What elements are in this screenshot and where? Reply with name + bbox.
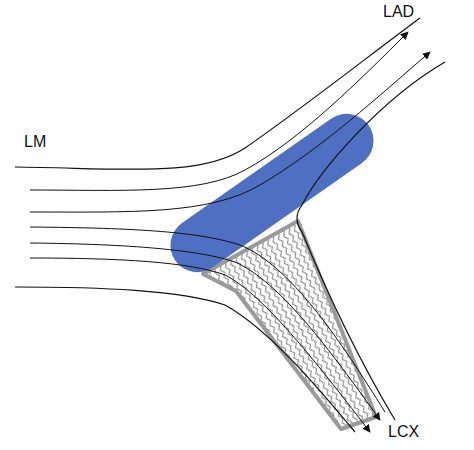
vessel-label: LCX	[388, 424, 419, 440]
plaque	[160, 103, 384, 283]
vessel-label: LAD	[383, 4, 414, 20]
vessel-label: LM	[24, 134, 46, 150]
flow-lines	[30, 32, 430, 432]
vessel-walls	[15, 18, 445, 432]
